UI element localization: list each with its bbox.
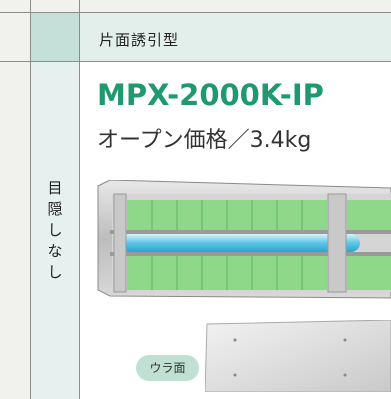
- grid-line: [30, 0, 31, 399]
- grid-line: [79, 0, 80, 399]
- price-weight: オープン価格／3.4kg: [97, 128, 312, 153]
- back-side-badge: ウラ面: [136, 355, 199, 381]
- insect-trap-image: [97, 180, 391, 299]
- type-label: 片面誘引型: [99, 31, 180, 49]
- side-label-char: し: [47, 221, 63, 239]
- header-row-border: [0, 12, 391, 62]
- back-side-image: [205, 320, 391, 392]
- side-label-char: し: [47, 263, 63, 281]
- side-label: 目 隠 し な し: [45, 178, 65, 283]
- header-corner-cell: [31, 13, 79, 61]
- side-label-char: 隠: [47, 200, 63, 218]
- model-number: MPX-2000K-IP: [97, 78, 324, 112]
- side-column: [31, 62, 79, 399]
- side-label-char: な: [47, 242, 63, 260]
- header-type-cell: [80, 13, 391, 61]
- side-label-char: 目: [47, 179, 63, 197]
